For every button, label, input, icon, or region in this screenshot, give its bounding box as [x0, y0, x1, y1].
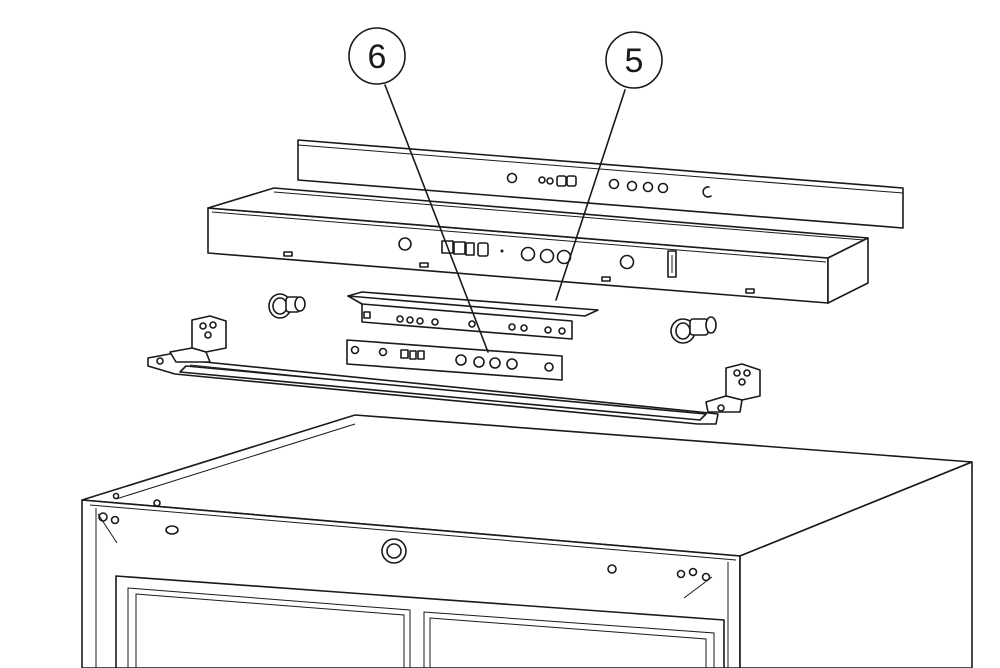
- control-board: [346, 339, 563, 381]
- mounting-bracket: [347, 291, 599, 340]
- callout-6: 6: [348, 27, 489, 353]
- right-knob-bushing: [670, 316, 717, 344]
- left-knob-bushing: [268, 293, 306, 319]
- oven-cabinet: [81, 414, 973, 668]
- callout-6-label: 6: [368, 38, 387, 76]
- control-box-housing: [207, 187, 869, 304]
- mounting-rail: [147, 315, 761, 425]
- callout-5-label: 5: [625, 42, 644, 80]
- callout-5: 5: [555, 31, 663, 301]
- top-trim-panel: [297, 139, 904, 229]
